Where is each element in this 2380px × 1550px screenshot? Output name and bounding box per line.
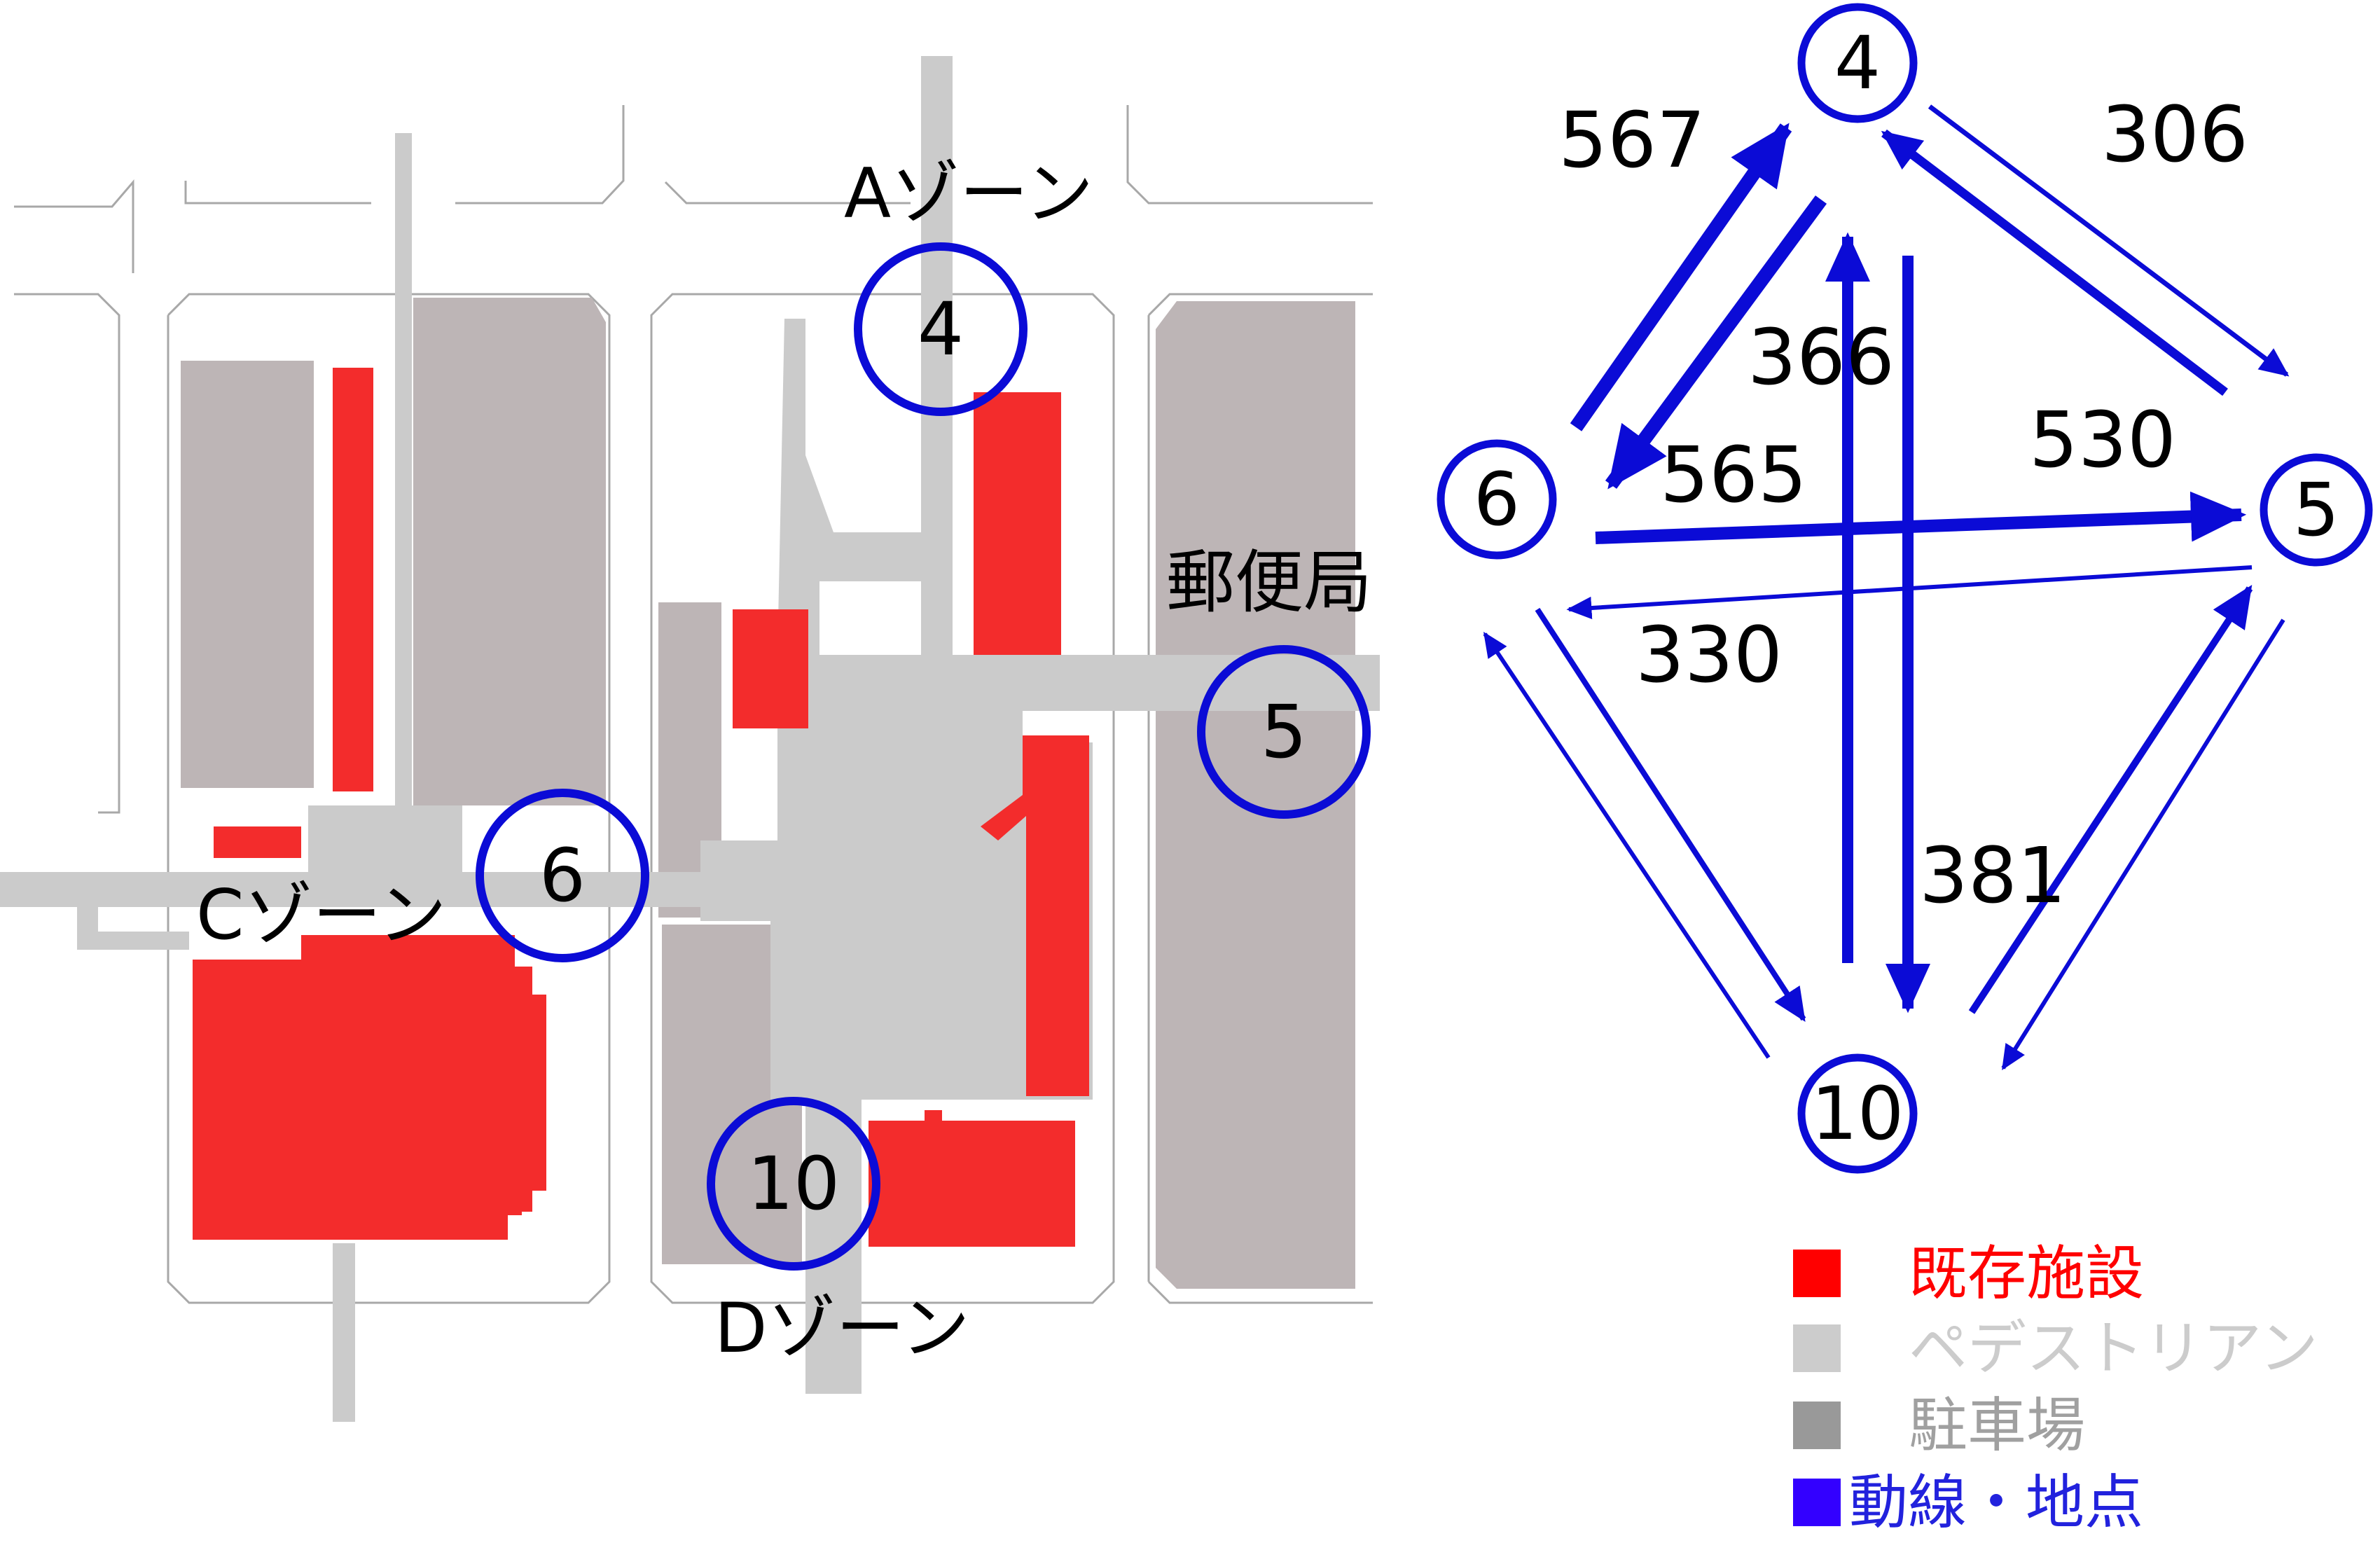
site-map: 4 5 6 10 Aゾーン Cゾーン Dゾーン 郵便局	[0, 56, 1380, 1422]
flow-node-circle	[1797, 3, 1918, 123]
parking-lots	[181, 298, 1355, 1289]
flow-value-10-to-5: 381	[1919, 831, 2066, 920]
flow-arrow-10-to-5	[1968, 584, 2253, 1014]
flow-values: 567 565 306 366 530 330 381	[1558, 90, 2248, 920]
facility	[733, 609, 808, 728]
flow-arrow-4-to-5	[1928, 104, 2290, 377]
pedestrian-path	[777, 655, 1380, 711]
flow-arrow-6-to-4	[1570, 123, 1792, 431]
legend-label: 既存施設	[1909, 1239, 2144, 1308]
flow-arrow-4-to-6	[1605, 195, 1827, 490]
map-point-5[interactable]: 5	[1197, 645, 1371, 819]
existing-facilities	[193, 368, 1089, 1247]
flow-network: 4 5 6 10 567 565 306 366 530 330 381	[1437, 3, 2373, 1174]
flow-node-4[interactable]: 4	[1797, 3, 1918, 123]
pedestrian-path	[921, 56, 953, 665]
map-point-label: 6	[539, 833, 586, 918]
legend-swatch	[1793, 1250, 1841, 1297]
zone-c-label: Cゾーン	[196, 876, 447, 955]
flow-node-circle	[1437, 439, 1557, 560]
flow-value-4-to-6: 565	[1660, 430, 1807, 520]
parking-lot	[181, 361, 314, 788]
flow-value-5-to-6: 330	[1635, 610, 1783, 700]
legend-swatch	[1793, 1479, 1841, 1526]
flow-value-6-to-5: 530	[2029, 395, 2176, 485]
facility	[981, 735, 1089, 1096]
legend-item: ペデストリアン	[1793, 1314, 2318, 1383]
flow-arrow-10-to-6	[1483, 632, 1771, 1059]
legend-swatch	[1793, 1324, 1841, 1372]
facility	[974, 392, 1061, 655]
map-point-label: 10	[747, 1141, 840, 1226]
flow-node-6[interactable]: 6	[1437, 439, 1557, 560]
flow-node-label: 5	[2293, 467, 2339, 553]
flow-arrow-6-to-5	[1595, 491, 2247, 544]
zone-d-label: Dゾーン	[714, 1289, 970, 1369]
map-point-label: 5	[1261, 689, 1307, 775]
pedestrian-path	[395, 133, 412, 890]
pedestrian-path	[700, 840, 784, 921]
flow-value-10-to-4: 366	[1748, 312, 1895, 402]
legend-item: 既存施設	[1793, 1239, 2144, 1308]
facility	[869, 1110, 1075, 1247]
flow-arrow-5-to-6	[1566, 565, 2253, 620]
flow-nodes: 4 5 6 10	[1437, 3, 2373, 1174]
pedestrian-paths	[0, 56, 1380, 1422]
legend-swatch	[1793, 1402, 1841, 1449]
pedestrian-path	[700, 711, 1093, 1100]
map-point-6[interactable]: 6	[476, 789, 649, 962]
map-point-10[interactable]: 10	[707, 1097, 880, 1271]
flow-arrow-6-to-10	[1535, 607, 1806, 1023]
flow-node-circle	[1797, 1053, 1918, 1174]
flow-node-10[interactable]: 10	[1797, 1053, 1918, 1174]
facility	[193, 935, 546, 1240]
flow-value-6-to-4: 567	[1558, 95, 1706, 185]
parking-lot	[413, 298, 606, 805]
legend-item: 動線・地点	[1793, 1468, 2143, 1537]
legend-label: ペデストリアン	[1909, 1314, 2318, 1383]
map-points: 4 5 6 10	[476, 242, 1371, 1271]
flow-edges	[1483, 104, 2290, 1071]
legend-label: 駐車場	[1909, 1391, 2085, 1460]
pedestrian-path	[333, 1243, 355, 1422]
flow-node-5[interactable]: 5	[2260, 453, 2373, 567]
facility	[333, 368, 373, 791]
pedestrian-path	[0, 872, 707, 907]
flow-node-circle	[2260, 453, 2373, 567]
legend-label: 動線・地点	[1849, 1468, 2143, 1537]
pedestrian-path	[77, 932, 189, 950]
flow-node-label: 10	[1811, 1071, 1904, 1156]
facility	[214, 826, 301, 858]
flow-arrow-5-to-4	[1881, 129, 2228, 396]
flow-node-label: 6	[1474, 457, 1520, 542]
flow-value-4-to-5: 306	[2101, 90, 2248, 179]
street-outlines	[14, 105, 1373, 1304]
zone-a-label: Aゾーン	[844, 154, 1093, 234]
flow-arrow-5-to-10	[2001, 618, 2285, 1071]
map-point-4[interactable]: 4	[854, 242, 1028, 416]
pedestrian-path	[777, 319, 925, 655]
legend-item: 駐車場	[1793, 1391, 2085, 1460]
flow-node-label: 4	[1834, 20, 1881, 106]
map-point-label: 4	[918, 286, 964, 372]
parking-lot	[1156, 301, 1355, 1289]
post-office-label: 郵便局	[1166, 543, 1372, 623]
